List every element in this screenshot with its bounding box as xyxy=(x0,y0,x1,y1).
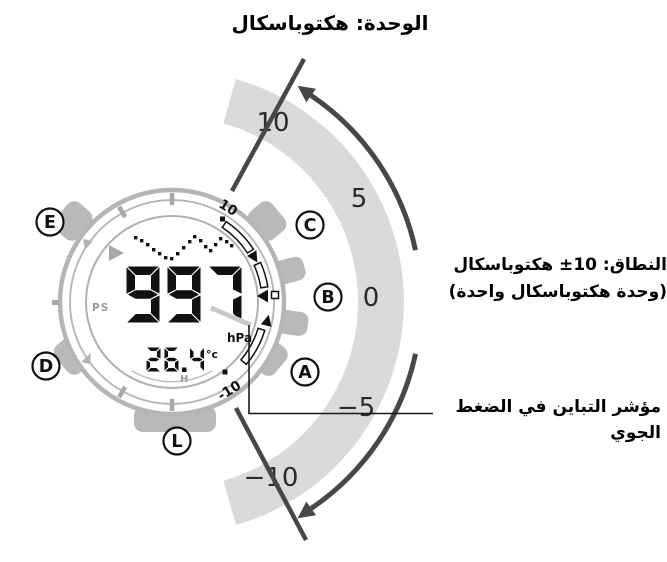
indicator-zero-square xyxy=(270,290,280,300)
differential-callout-line1: مؤشر التباين في الضغط xyxy=(455,397,661,417)
range-arrow-upper-head xyxy=(297,85,317,103)
pressure-readout xyxy=(124,264,244,325)
scale-label-zero: 0 xyxy=(363,283,380,313)
callout-wedge xyxy=(210,305,252,328)
button-l-label: L xyxy=(171,432,182,452)
lcd-segment xyxy=(199,358,205,374)
button-d-label: D xyxy=(39,357,54,377)
lcd-segment xyxy=(182,367,187,372)
scale-label-plus5: 5 xyxy=(351,184,368,214)
lcd-segment xyxy=(188,240,192,244)
range-arrow-lower-head xyxy=(297,501,317,519)
unit-title: الوحدة: هكتوباسكال xyxy=(231,11,429,35)
bezel-triangle-lower xyxy=(81,353,91,364)
bezel-ticks xyxy=(52,193,175,411)
hpa-unit-label: hPa xyxy=(227,331,252,345)
range-note-line1: النطاق: 10± هكتوباسكال xyxy=(453,255,667,275)
button-b-label: B xyxy=(321,288,334,308)
lcd-segment xyxy=(144,367,163,373)
range-note-line2: (وحدة هكتوباسكال واحدة) xyxy=(448,282,667,303)
range-arrow-upper xyxy=(309,93,418,251)
indicator-arc-2 xyxy=(253,261,269,289)
bezel-triangle-upper xyxy=(83,239,93,250)
differential-callout-line2: الجوي xyxy=(610,423,661,444)
lcd-segment xyxy=(174,358,180,374)
indicator-bottom-square xyxy=(222,369,228,375)
temp-unit-label: °c xyxy=(206,348,218,361)
button-e-label: E xyxy=(44,213,56,233)
button-c: C xyxy=(295,210,325,240)
ps-label: PS xyxy=(92,302,109,314)
lcd-segment xyxy=(204,245,208,249)
watch-illustration: PS hPa °c H 10 -10 xyxy=(52,187,309,432)
lcd-segment xyxy=(214,243,218,247)
tick-plus10 xyxy=(230,57,306,193)
range-note: النطاق: 10± هكتوباسكال (وحدة هكتوباسكال … xyxy=(419,252,667,306)
lcd-segment xyxy=(124,313,162,324)
indicator-top-square xyxy=(220,216,225,222)
lcd-segment xyxy=(170,257,174,261)
range-arrow-lower xyxy=(309,353,418,511)
lcd-segment xyxy=(140,239,144,243)
lcd-segment xyxy=(230,244,234,248)
lcd-segment xyxy=(193,235,197,239)
button-a-label: A xyxy=(298,363,312,383)
h-indicator: H xyxy=(180,374,188,385)
button-b: B xyxy=(313,282,343,312)
scale-label-minus5: −5 xyxy=(337,393,375,423)
indicator-arc-1 xyxy=(221,220,255,255)
temperature-readout xyxy=(144,345,205,374)
lcd-segment xyxy=(182,246,186,250)
lcd-segment xyxy=(158,252,162,256)
lcd-segment xyxy=(225,240,229,244)
button-a: A xyxy=(290,357,320,387)
lcd-triangle-marker xyxy=(109,245,124,261)
pressure-graph xyxy=(134,235,234,261)
lcd-segment xyxy=(152,248,156,252)
lcd-segment xyxy=(164,256,168,260)
indicator-arc-3 xyxy=(239,327,266,366)
tick-minus10 xyxy=(234,406,308,542)
differential-callout: مؤشر التباين في الضغط الجوي xyxy=(425,394,661,447)
lcd-segment xyxy=(219,237,223,241)
lcd-boundary xyxy=(85,215,259,389)
button-c-label: C xyxy=(304,216,317,236)
button-d: D xyxy=(31,351,61,381)
button-labels: E C B A D L xyxy=(31,207,343,456)
button-l: L xyxy=(162,426,192,456)
indicator-arrow-down xyxy=(247,250,258,263)
lcd-segment xyxy=(134,236,138,240)
lcd-segment xyxy=(176,252,180,256)
indicator-zero-pointer xyxy=(257,289,268,303)
lcd-segment xyxy=(232,264,243,296)
lcd-segment xyxy=(146,243,150,247)
indicator-arrow-up xyxy=(260,314,272,327)
lcd-segment xyxy=(165,313,203,324)
button-e: E xyxy=(35,207,65,237)
lcd-lower-arc xyxy=(131,370,213,383)
lcd-segment xyxy=(209,249,213,253)
callout-leader-line xyxy=(248,325,433,415)
lcd-segment xyxy=(199,239,203,243)
